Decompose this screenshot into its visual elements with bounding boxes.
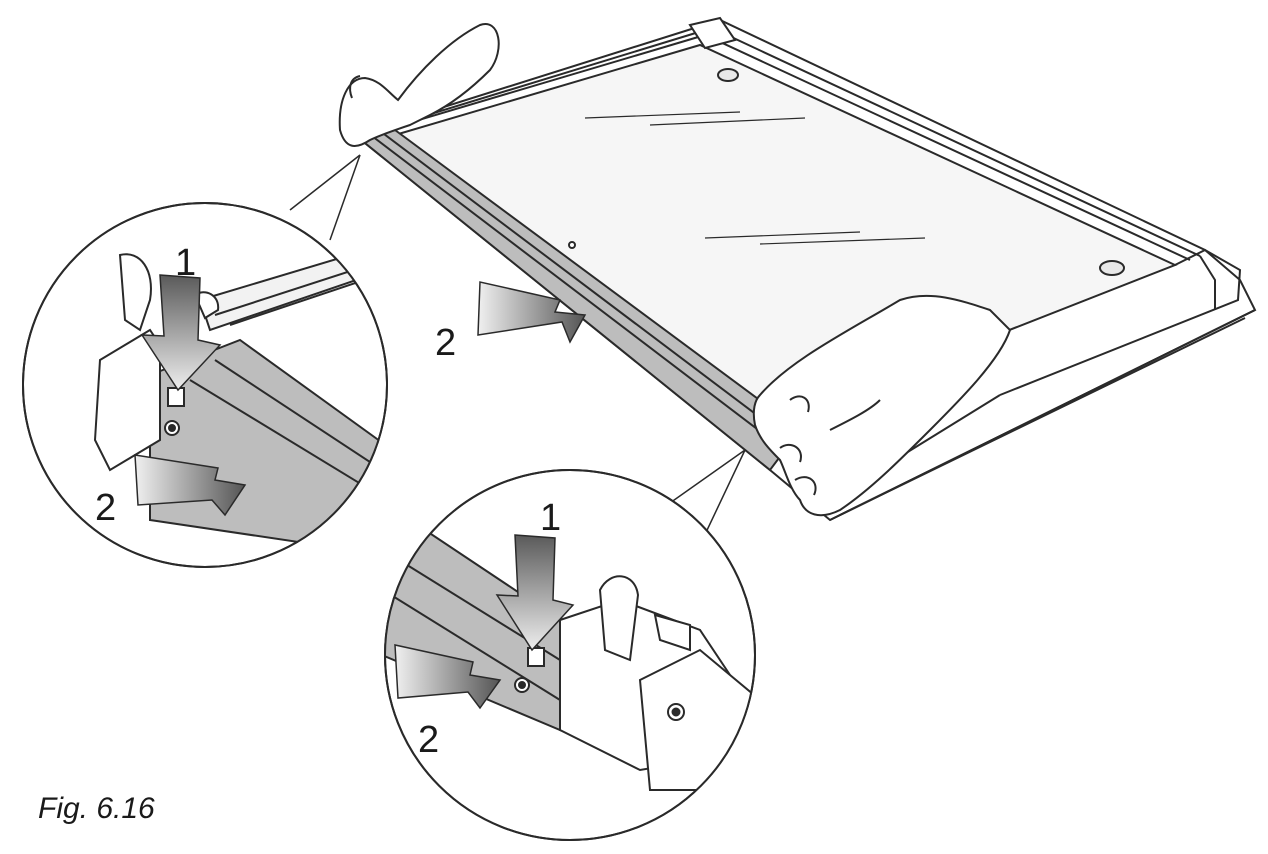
right-hand [752,294,1012,517]
step-label-2-main: 2 [435,322,456,364]
callout-lines [289,154,746,546]
press-arrow-right [495,534,575,652]
left-hand [338,23,500,147]
press-arrow-left [140,274,222,392]
oven-door-frame [352,16,1257,522]
detail-circle-right [384,469,756,841]
detail-circle-left [22,202,388,568]
step-label-2-left: 2 [95,487,116,529]
step-label-2-right: 2 [418,719,439,761]
pull-arrow-right [394,644,502,710]
pull-arrow-main [477,281,587,344]
pull-arrow-left [134,454,247,517]
step-label-1-left: 1 [175,242,196,284]
figure-caption: Fig. 6.16 [38,792,155,825]
step-label-1-right: 1 [540,497,561,539]
